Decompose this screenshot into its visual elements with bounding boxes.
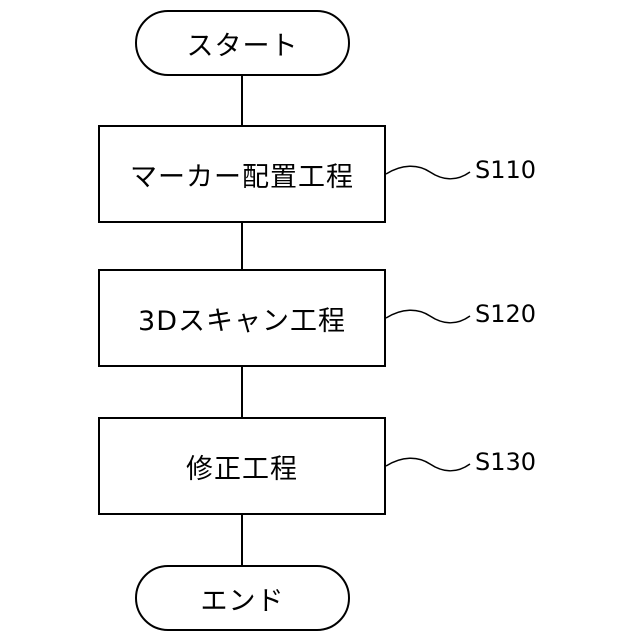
process-label-s120: 3Dスキャン工程 xyxy=(138,299,346,338)
process-label-s130: 修正工程 xyxy=(186,447,298,486)
end-terminal: エンド xyxy=(135,565,350,631)
process-box-s120: 3Dスキャン工程 xyxy=(98,269,386,367)
step-id-s110: S110 xyxy=(475,158,536,182)
process-box-s110: マーカー配置工程 xyxy=(98,125,386,223)
process-label-s110: マーカー配置工程 xyxy=(130,155,354,194)
leader-line-s120 xyxy=(386,310,470,323)
end-terminal-label: エンド xyxy=(201,579,285,618)
leader-line-s130 xyxy=(386,458,470,471)
step-id-s120: S120 xyxy=(475,302,536,326)
start-terminal: スタート xyxy=(135,10,350,76)
step-id-s130: S130 xyxy=(475,450,536,474)
leader-line-s110 xyxy=(386,166,470,179)
start-terminal-label: スタート xyxy=(187,24,299,63)
process-box-s130: 修正工程 xyxy=(98,417,386,515)
